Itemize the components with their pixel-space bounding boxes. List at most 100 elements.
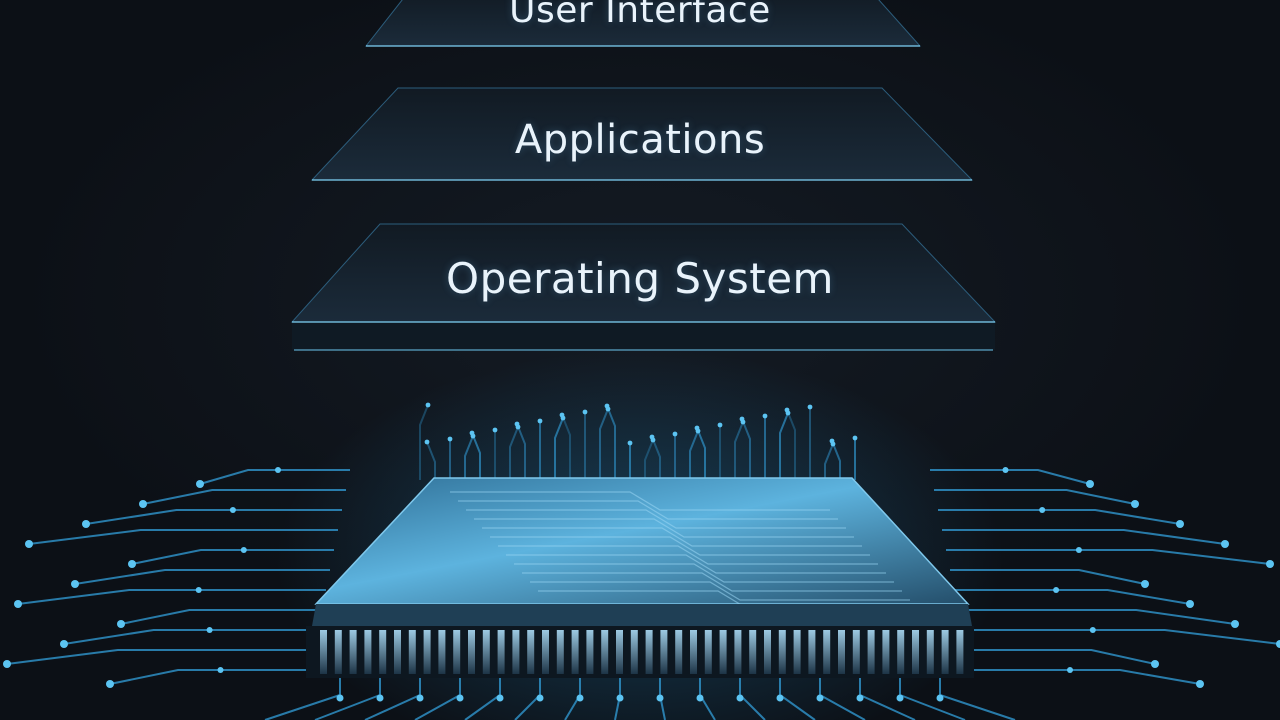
circuit-node xyxy=(604,403,610,409)
chip-pin xyxy=(734,630,742,674)
circuit-node xyxy=(1221,540,1229,548)
circuit-trace xyxy=(464,678,501,720)
circuit-node xyxy=(776,694,784,702)
circuit-node xyxy=(829,438,835,444)
circuit-trace xyxy=(482,527,862,547)
circuit-node xyxy=(275,467,281,473)
circuit-node xyxy=(1151,660,1159,668)
circuit-node xyxy=(1089,627,1096,633)
circuit-trace xyxy=(131,549,334,565)
circuit-node xyxy=(424,439,430,445)
chip-pin xyxy=(660,630,668,674)
chip-pin xyxy=(838,630,845,674)
circuit-trace xyxy=(74,569,330,585)
circuit-node xyxy=(1141,580,1149,588)
circuit-trace xyxy=(199,469,350,485)
circuit-trace xyxy=(514,563,894,583)
chip-pin xyxy=(527,630,535,674)
chip-pin xyxy=(764,630,771,674)
layer-label-applications: Applications xyxy=(514,117,766,163)
circuit-trace xyxy=(530,581,910,601)
circuit-node xyxy=(616,694,624,702)
circuit-node xyxy=(656,694,664,702)
circuit-node xyxy=(1002,467,1009,473)
circuit-node xyxy=(627,440,633,446)
chip-pin xyxy=(468,630,475,674)
circuit-trace xyxy=(644,439,654,480)
circuit-node xyxy=(649,434,655,440)
circuit-node xyxy=(762,413,768,419)
circuit-node xyxy=(1196,680,1204,688)
circuit-node xyxy=(3,660,11,668)
circuit-trace xyxy=(109,669,310,685)
circuit-trace xyxy=(946,549,1271,565)
chip-pin xyxy=(586,630,594,674)
circuit-node xyxy=(128,560,136,568)
circuit-node xyxy=(1039,507,1046,513)
circuit-node xyxy=(60,640,68,648)
circuit-node xyxy=(425,402,431,408)
circuit-trace xyxy=(509,426,519,480)
circuit-node xyxy=(469,430,475,436)
circuit-node xyxy=(536,694,544,702)
circuit-trace xyxy=(934,489,1136,505)
circuit-node xyxy=(784,407,790,413)
circuit-node xyxy=(206,627,213,633)
circuit-trace xyxy=(17,589,326,605)
circuit-trace xyxy=(739,678,766,720)
circuit-traces xyxy=(6,404,1280,720)
circuit-node xyxy=(807,404,813,410)
chip-pin xyxy=(556,630,564,674)
layer-label-operating-system: Operating System xyxy=(446,254,834,303)
layer-applications xyxy=(310,87,974,182)
circuit-node xyxy=(229,507,236,513)
circuit-node xyxy=(896,694,904,702)
circuit-node xyxy=(195,587,202,593)
circuit-trace xyxy=(954,589,1191,605)
chip-pin xyxy=(719,630,727,674)
chip-pin xyxy=(749,630,757,674)
circuit-trace xyxy=(734,421,744,480)
circuit-trace xyxy=(450,491,830,511)
circuit-node xyxy=(1086,480,1094,488)
chip-pin xyxy=(882,630,890,674)
circuit-trace xyxy=(899,678,966,720)
circuit-trace xyxy=(471,432,481,480)
chip-pin xyxy=(852,630,860,674)
circuit-trace xyxy=(938,509,1181,525)
chip-pin xyxy=(956,630,964,674)
circuit-node xyxy=(696,694,704,702)
circuit-trace xyxy=(651,436,661,480)
layer-user-interface xyxy=(364,0,922,48)
circuit-trace xyxy=(930,469,1091,485)
chip-pin xyxy=(690,630,697,674)
circuit-node xyxy=(717,422,723,428)
circuit-node xyxy=(672,431,678,437)
chip-pin xyxy=(423,630,431,674)
chip-pin xyxy=(320,630,327,674)
chip-pin xyxy=(630,630,638,674)
circuit-trace xyxy=(779,412,789,480)
layer-operating-system xyxy=(290,223,997,351)
chip-pin xyxy=(941,630,949,674)
circuit-trace xyxy=(514,678,541,720)
circuit-nodes xyxy=(3,402,1280,702)
circuit-trace xyxy=(28,529,338,545)
chip-pin xyxy=(334,630,342,674)
chip-pin xyxy=(379,630,387,674)
circuit-trace xyxy=(458,500,838,520)
circuit-node xyxy=(1131,500,1139,508)
cpu-chip-icon xyxy=(306,477,974,678)
chip-pin xyxy=(497,630,505,674)
layer-label-user-interface: User Interface xyxy=(509,0,771,31)
circuit-trace xyxy=(314,678,381,720)
circuit-node xyxy=(537,418,543,424)
circuit-trace xyxy=(970,669,1201,685)
chip-pin xyxy=(793,630,801,674)
circuit-trace xyxy=(950,569,1146,585)
circuit-trace xyxy=(966,649,1156,665)
chip-pin xyxy=(601,630,609,674)
circuit-trace xyxy=(599,408,609,480)
chip-pin xyxy=(438,630,446,674)
